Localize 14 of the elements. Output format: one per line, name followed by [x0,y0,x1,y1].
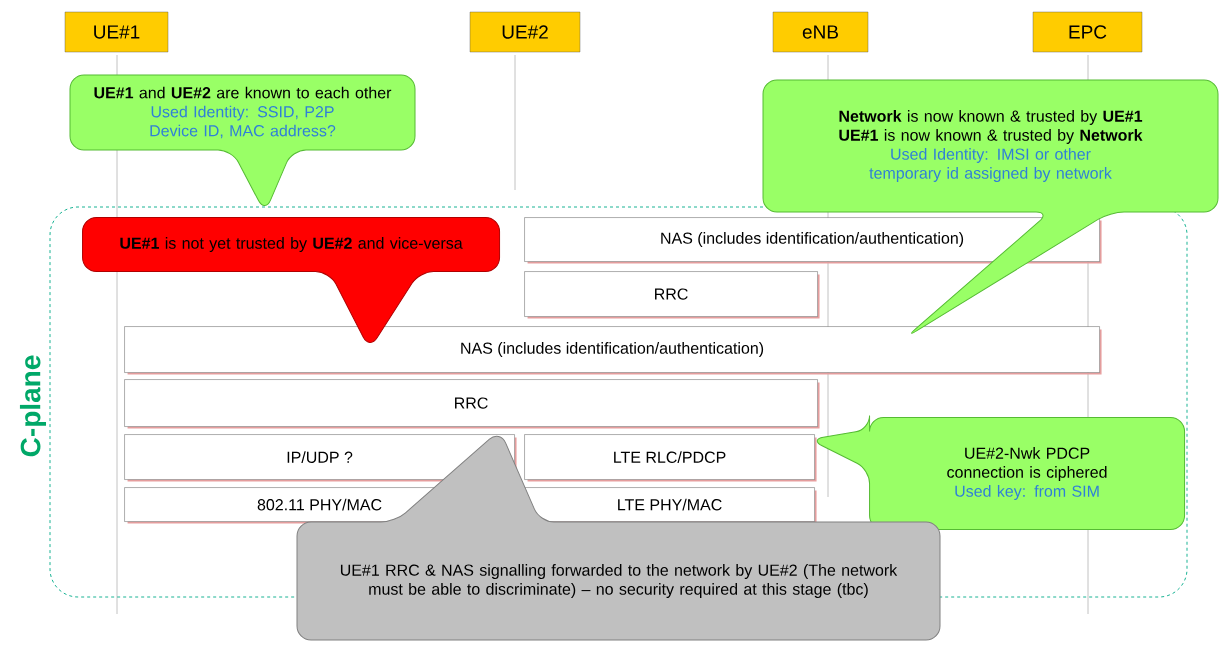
protocol-box: NAS (includes identification/authentication) [524,217,1102,264]
callout-tooltip: UE#1 is not yet trusted by UE#2 and vice-versa [82,217,501,343]
protocol-box: LTE RLC/PDCP [524,434,817,482]
protocol-box: NAS (includes identification/authentication) [124,326,1102,375]
node-label: C-plane [19,355,47,457]
entity-box: eNB [772,11,869,53]
callout-tooltip: UE#2-Nwk PDCP connection is ciphered Used key: from SIM [816,415,1186,531]
entity-box: UE#2 [469,11,581,53]
callout-tooltip: UE#1 and UE#2 are known to each other Used Identity: SSID, P2P Device ID, MAC address? [69,74,416,207]
protocol-box: LTE PHY/MAC [524,487,817,524]
entity-box: UE#1 [64,11,169,53]
protocol-box: RRC [124,379,820,429]
protocol-box: RRC [524,271,820,319]
entity-box: EPC [1032,11,1143,53]
